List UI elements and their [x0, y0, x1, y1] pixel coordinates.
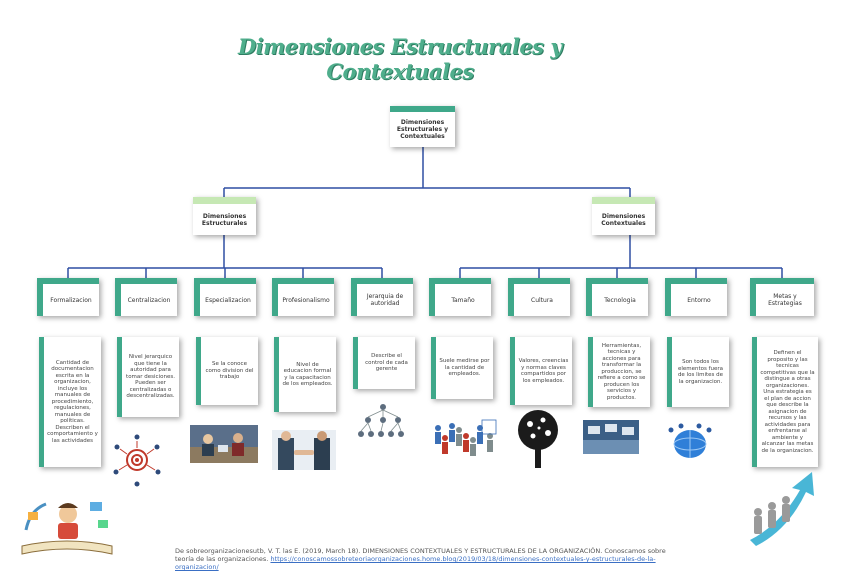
- branch-estructurales: Dimensiones Estructurales: [193, 197, 256, 235]
- page-title: Dimensiones Estructurales y Contextuales: [237, 34, 563, 84]
- desc-text: Valores, creencias y normas claves compa…: [518, 358, 569, 384]
- desc-text: Se la conoce como division del trabajo: [205, 361, 254, 381]
- category-label: Metas y Estrategias: [768, 293, 802, 307]
- desc-text: Cantidad de documentacion escrita en la …: [47, 359, 98, 444]
- desc-centralizacion: Nivel jerarquico que tiene la autoridad …: [117, 337, 179, 417]
- globe-people-icon: [668, 423, 712, 458]
- category-label: Tamaño: [451, 296, 475, 304]
- category-label: Entorno: [687, 296, 711, 304]
- citation-link[interactable]: https://conoscamossobreteoriaorganizacio…: [175, 555, 656, 571]
- category-label: Centralizacion: [127, 296, 171, 304]
- desc-text: Describe el control de cada gerente: [365, 353, 408, 373]
- branch-contextuales: Dimensiones Contextuales: [592, 197, 655, 235]
- reading-person-icon: [21, 502, 113, 555]
- category-label: Tecnologia: [604, 296, 636, 304]
- desc-tamano: Suele medirse por la cantidad de emplead…: [431, 337, 493, 399]
- category-tecnologia: Tecnologia: [586, 278, 648, 316]
- root-node-label: Dimensiones Estructurales y Contextuales: [396, 119, 449, 140]
- target-people-icon: [113, 434, 161, 487]
- category-label: Cultura: [531, 296, 553, 304]
- category-label: Jerarquia de autoridad: [366, 293, 404, 307]
- desc-text: Nivel de educacion formal y la capacitac…: [282, 361, 333, 388]
- desc-tecnologia: Herramientas, tecnicas y acciones para t…: [588, 337, 650, 407]
- desc-text: Herramientas, tecnicas y acciones para t…: [597, 342, 646, 401]
- desc-text: Son todos los elementos fuera de los lim…: [677, 359, 724, 385]
- category-label: Profesionalismo: [282, 296, 330, 304]
- category-centralizacion: Centralizacion: [115, 278, 177, 316]
- hierarchy-icon: [358, 404, 404, 437]
- category-entorno: Entorno: [665, 278, 727, 316]
- desc-especializacion: Se la conoce como division del trabajo: [196, 337, 258, 405]
- category-tamano: Tamaño: [429, 278, 491, 316]
- desc-entorno: Son todos los elementos fuera de los lim…: [667, 337, 729, 407]
- desc-text: Suele medirse por la cantidad de emplead…: [439, 358, 490, 378]
- root-node: Dimensiones Estructurales y Contextuales: [390, 106, 455, 147]
- citation: De sobreorganizacionesutb, V. T. las E. …: [175, 547, 675, 571]
- office-photo: [190, 425, 258, 463]
- category-cultura: Cultura: [508, 278, 570, 316]
- category-formalizacion: Formalizacion: [37, 278, 99, 316]
- citation-text: De sobreorganizacionesutb, V. T. las E. …: [175, 547, 666, 563]
- category-jerarquia: Jerarquia de autoridad: [351, 278, 413, 316]
- technology-photo: [583, 420, 639, 454]
- desc-metas: Definen el proposito y las tecnicas comp…: [752, 337, 818, 467]
- teamwork-arrow-icon: [750, 472, 814, 546]
- desc-formalizacion: Cantidad de documentacion escrita en la …: [39, 337, 101, 467]
- branch-estructurales-label: Dimensiones Estructurales: [201, 212, 248, 227]
- desc-jerarquia: Describe el control de cada gerente: [353, 337, 415, 389]
- category-label: Especializacion: [205, 296, 251, 304]
- tree-icon: [518, 410, 558, 468]
- category-metas: Metas y Estrategias: [750, 278, 814, 316]
- category-profesionalismo: Profesionalismo: [272, 278, 334, 316]
- branch-contextuales-label: Dimensiones Contextuales: [601, 212, 646, 227]
- handshake-photo: [272, 430, 336, 470]
- desc-profesionalismo: Nivel de educacion formal y la capacitac…: [274, 337, 336, 412]
- crowd-icon: [435, 419, 497, 456]
- desc-text: Definen el proposito y las tecnicas comp…: [760, 350, 815, 454]
- category-especializacion: Especializacion: [194, 278, 256, 316]
- desc-cultura: Valores, creencias y normas claves compa…: [510, 337, 572, 405]
- category-label: Formalizacion: [50, 296, 92, 304]
- desc-text: Nivel jerarquico que tiene la autoridad …: [126, 354, 175, 400]
